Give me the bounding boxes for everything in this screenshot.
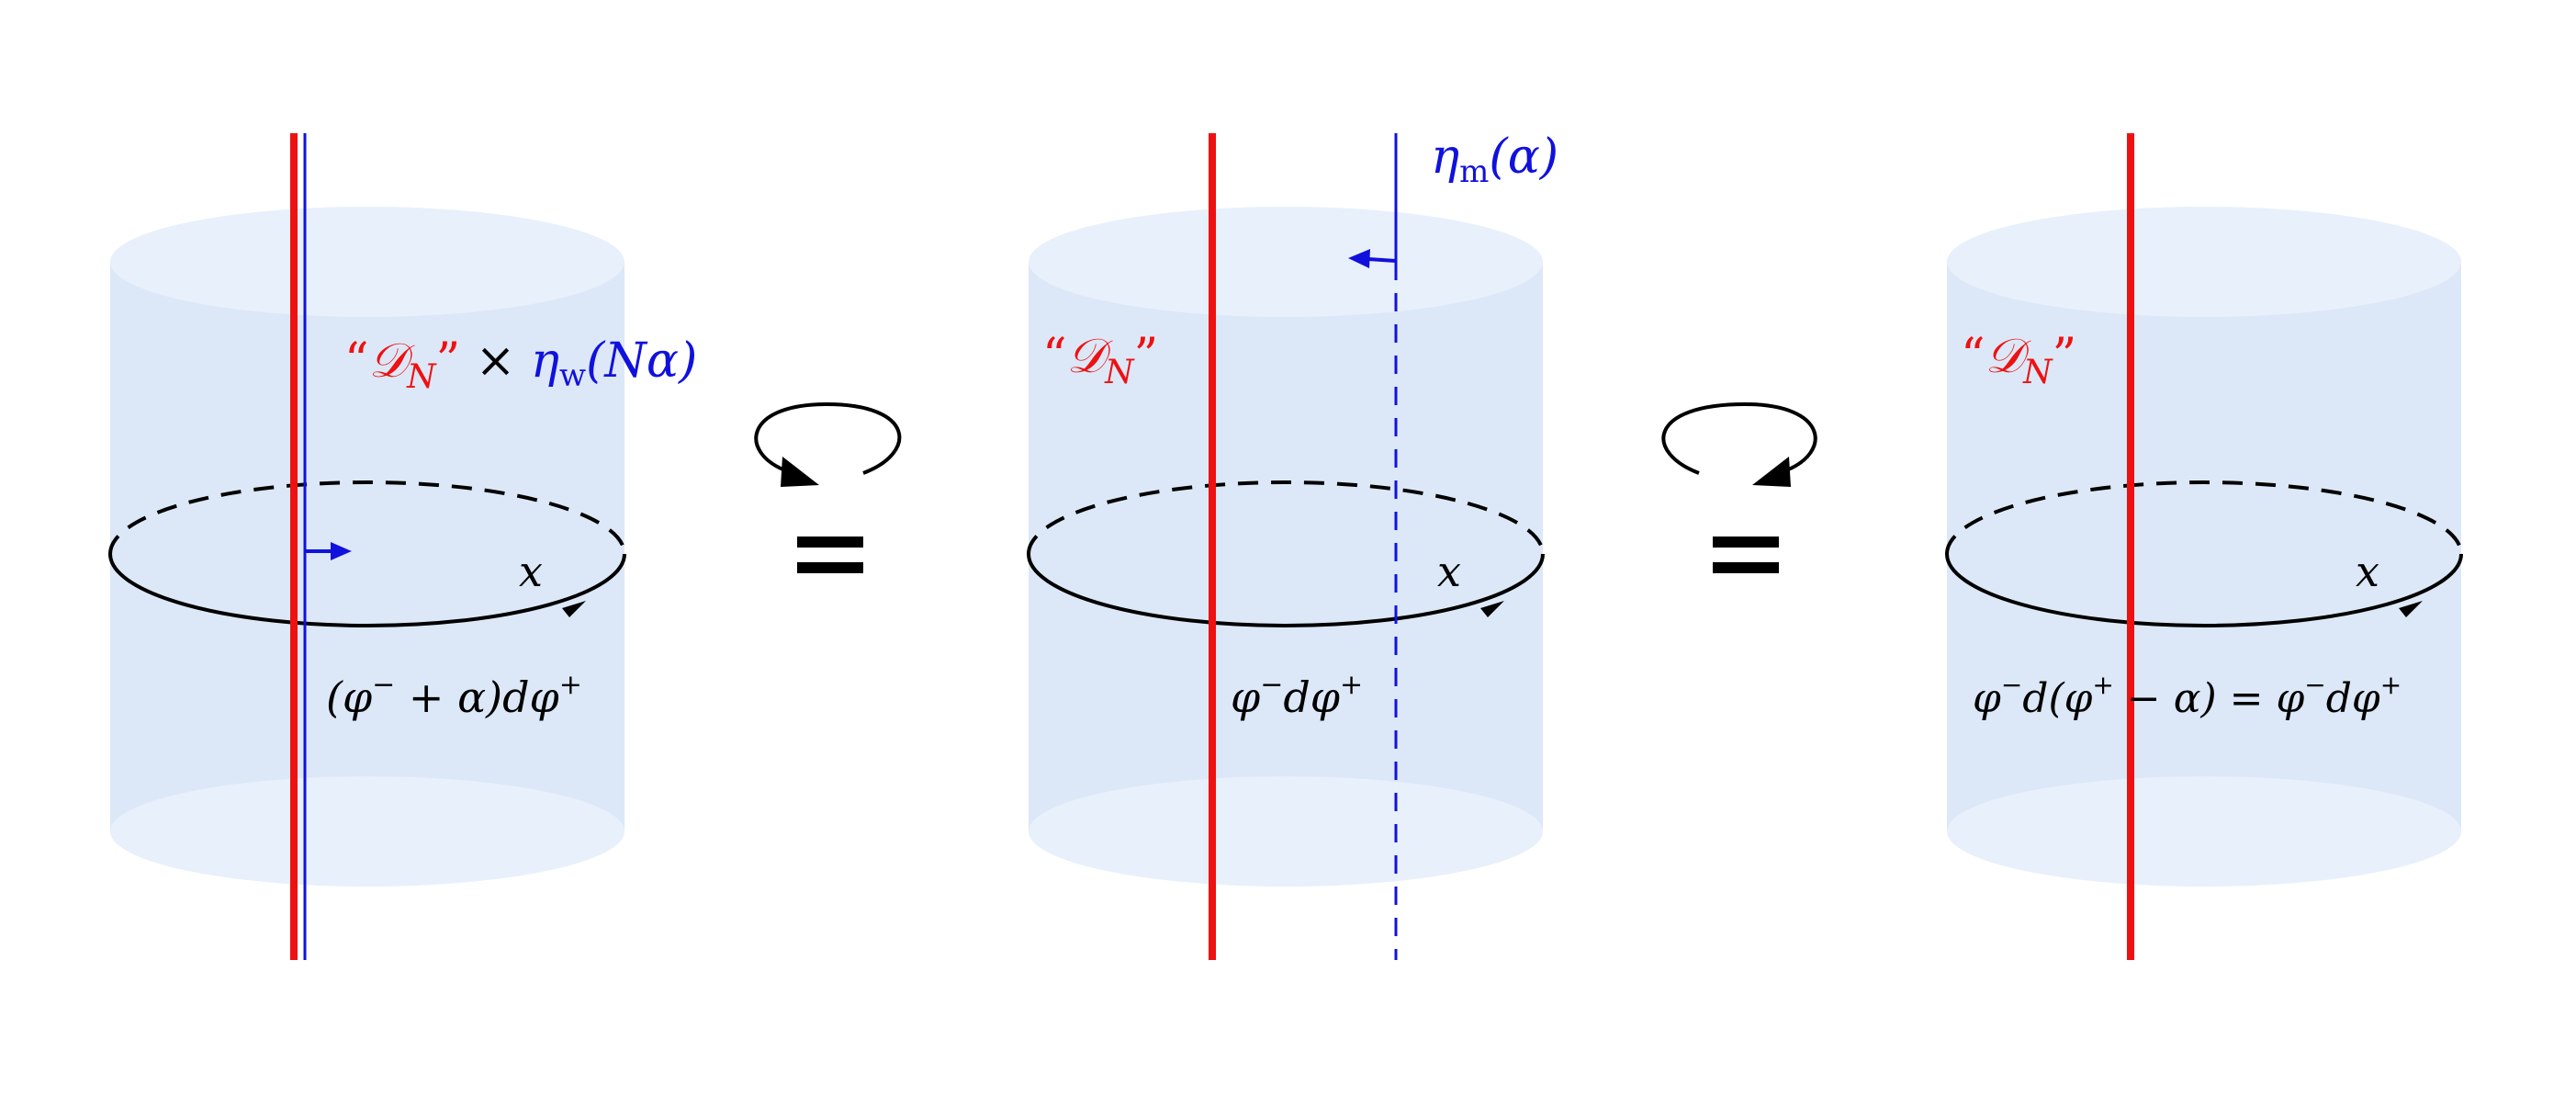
action-middle: φ−dφ+ bbox=[1231, 669, 1363, 722]
loop-back-dashed bbox=[1027, 480, 1545, 555]
cylinder-bottom-cap bbox=[1029, 776, 1543, 887]
rotation-arc bbox=[754, 401, 902, 475]
cylinder-top-cap bbox=[1947, 207, 2461, 317]
defect-label-right: “𝒟N” bbox=[1961, 329, 2076, 391]
blue-label-eta-m: ηm(α) bbox=[1431, 130, 1558, 190]
defect-label-left: “𝒟N” × ηw(Nα) bbox=[344, 333, 697, 396]
cylinder-right: “𝒟N” x φ−d(φ+ − α) = φ−dφ+ bbox=[1945, 133, 2463, 960]
loop-arrow-icon bbox=[2399, 601, 2423, 617]
loop-label-x: x bbox=[519, 547, 543, 596]
action-left: (φ− + α)dφ+ bbox=[326, 669, 582, 722]
rotation-arrow-2 bbox=[1661, 401, 1817, 487]
cylinder-body bbox=[110, 262, 624, 831]
cylinder-bottom-cap bbox=[1947, 776, 2461, 887]
cylinder-body bbox=[1029, 262, 1543, 831]
equals-sign-1 bbox=[797, 537, 863, 573]
loop-front bbox=[108, 553, 626, 627]
quote-close: ” bbox=[436, 333, 461, 389]
action-right: φ−d(φ+ − α) = φ−dφ+ bbox=[1973, 670, 2402, 722]
cylinder-body bbox=[1947, 262, 2461, 831]
eta-argument: (Nα) bbox=[586, 333, 697, 389]
equals-sign-2 bbox=[1713, 537, 1779, 573]
cylinder-left: “𝒟N” × ηw(Nα) x (φ− + α)dφ+ bbox=[108, 133, 697, 960]
rotation-arrow-icon bbox=[1752, 457, 1791, 487]
quote-open: “ bbox=[344, 333, 369, 389]
blue-arrow-stem bbox=[1367, 257, 1397, 263]
loop-front bbox=[1027, 553, 1545, 627]
loop-arrow-icon bbox=[1480, 601, 1504, 617]
loop-label-x: x bbox=[1437, 547, 1461, 596]
subscript-N: N bbox=[406, 358, 437, 396]
defect-label-middle: “𝒟N” bbox=[1042, 329, 1158, 391]
blue-arrow-icon bbox=[1348, 249, 1370, 268]
cylinder-middle: ηm(α) “𝒟N” x φ−dφ+ bbox=[1027, 130, 1558, 960]
loop-arrow-icon bbox=[562, 601, 586, 617]
loop-front bbox=[1945, 553, 2463, 627]
rotation-arrow-icon bbox=[781, 457, 819, 487]
cylinder-top-cap bbox=[110, 207, 624, 317]
blue-arrow-icon bbox=[331, 542, 352, 560]
times-symbol: × bbox=[460, 333, 531, 389]
loop-back-dashed bbox=[108, 480, 626, 555]
cylinder-top-cap bbox=[1029, 207, 1543, 317]
loop-back-dashed bbox=[1945, 480, 2463, 555]
eta: η bbox=[531, 333, 559, 389]
eta-subscript: w bbox=[559, 357, 586, 394]
loop-label-x: x bbox=[2356, 547, 2379, 596]
cylinder-bottom-cap bbox=[110, 776, 624, 887]
rotation-arrow-1 bbox=[754, 401, 902, 487]
rotation-arc bbox=[1661, 401, 1817, 475]
